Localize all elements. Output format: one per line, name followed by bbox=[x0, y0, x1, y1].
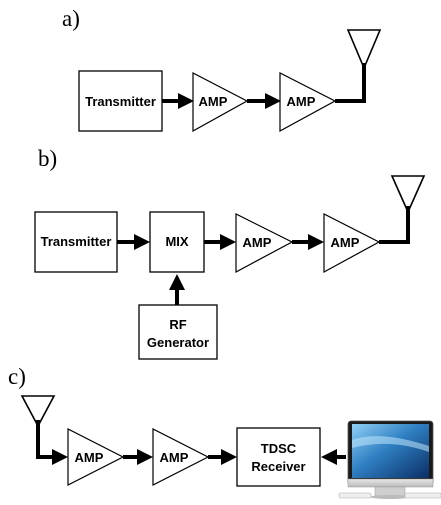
mix-block bbox=[149, 211, 205, 273]
antenna-icon bbox=[390, 175, 426, 214]
amp1-triangle-a bbox=[192, 72, 249, 133]
panel-label-b: b) bbox=[38, 146, 57, 171]
transmitter-label-a: Transmitter bbox=[85, 94, 156, 109]
tdsc-label-line2: Receiver bbox=[251, 459, 305, 474]
amp2-label-c: AMP bbox=[160, 450, 189, 465]
panel-label-c: c) bbox=[8, 364, 26, 389]
amp2-triangle-b bbox=[323, 213, 381, 274]
amp1-triangle-b bbox=[235, 213, 294, 274]
tdsc-receiver-block bbox=[236, 427, 321, 487]
rf-label-line2: Generator bbox=[147, 335, 209, 350]
amp2-label-a: AMP bbox=[287, 94, 316, 109]
amp2-triangle-a bbox=[279, 72, 337, 133]
computer-monitor-icon bbox=[338, 420, 441, 499]
antenna-icon bbox=[20, 395, 56, 428]
panel-a: a) Transmitter AMP AMP bbox=[62, 6, 382, 133]
panel-b: b) Transmitter MIX RF Generator AMP AMP bbox=[34, 146, 426, 360]
tdsc-label-line1: TDSC bbox=[261, 441, 297, 456]
mix-label: MIX bbox=[165, 234, 188, 249]
amp1-label-a: AMP bbox=[199, 94, 228, 109]
panel-label-a: a) bbox=[62, 6, 80, 31]
amp1-label-b: AMP bbox=[243, 235, 272, 250]
amp2-label-b: AMP bbox=[331, 235, 360, 250]
amp1-label-c: AMP bbox=[75, 450, 104, 465]
transmitter-block-b bbox=[34, 211, 118, 273]
panel-c: c) AMP AMP TDSC Receiver bbox=[8, 364, 441, 499]
antenna-icon bbox=[346, 29, 382, 71]
amp2-triangle-c bbox=[152, 428, 210, 486]
rf-generator-block bbox=[138, 304, 218, 360]
transmitter-block-a bbox=[78, 70, 163, 132]
transmitter-label-b: Transmitter bbox=[41, 234, 112, 249]
amp1-triangle-c bbox=[67, 428, 125, 486]
rf-label-line1: RF bbox=[169, 317, 186, 332]
